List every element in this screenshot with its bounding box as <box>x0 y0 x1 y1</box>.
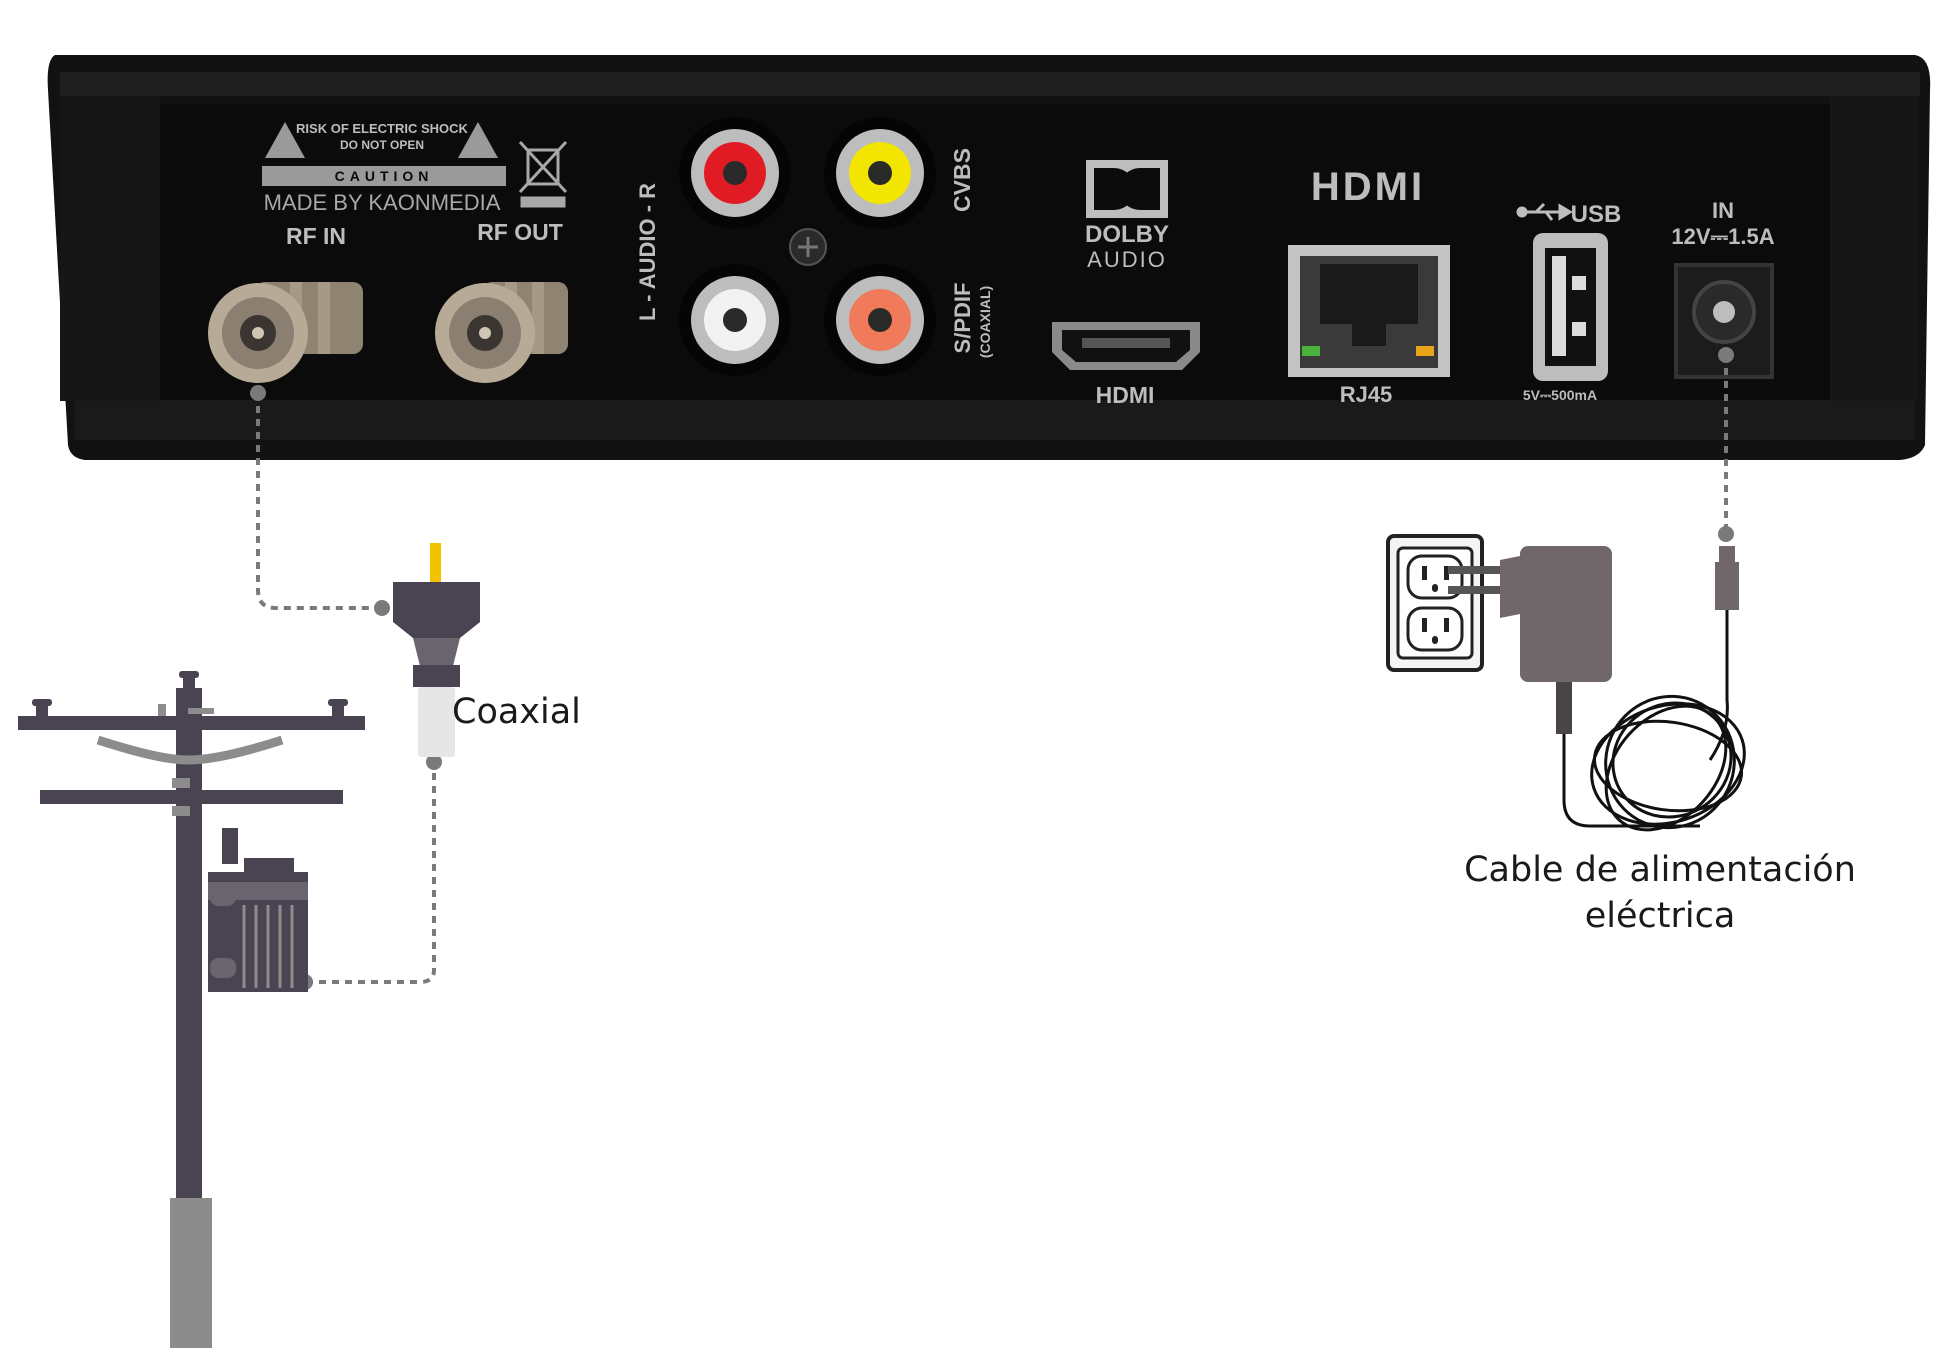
hdmi-logo: HDMI <box>1311 165 1425 209</box>
cable-endpoint-dot <box>250 385 266 401</box>
usb-icon <box>1516 202 1573 221</box>
power-cable-label-line1: Cable de alimentación <box>1464 850 1856 890</box>
coaxial-label: Coaxial <box>452 692 581 732</box>
warning-triangle-icon <box>265 122 305 158</box>
cvbs-label: CVBS <box>949 148 975 212</box>
maker-text: MADE BY KAONMEDIA <box>264 190 501 215</box>
dolby-logo: DOLBY AUDIO <box>1085 160 1169 272</box>
warning-subtext: DO NOT OPEN <box>340 138 424 152</box>
audio-label: L - AUDIO - R <box>635 183 660 321</box>
warning-label: RISK OF ELECTRIC SHOCK DO NOT OPEN CAUTI… <box>262 121 568 215</box>
rca-yellow-jack[interactable] <box>824 117 936 229</box>
caution-bar <box>262 166 506 186</box>
power-rating: 12V⎓1.5A <box>1671 224 1774 249</box>
rca-white-jack[interactable] <box>679 264 791 376</box>
power-adapter-icon <box>1448 546 1612 734</box>
caution-text: CAUTION <box>335 168 434 184</box>
usb-port[interactable] <box>1533 233 1608 381</box>
rf-out-label: RF OUT <box>477 219 563 245</box>
coax-dashed-cable <box>256 393 436 984</box>
cable-endpoint-dot <box>1718 347 1734 363</box>
spdif-label: S/PDIF <box>950 283 975 354</box>
hdmi-port-label: HDMI <box>1096 382 1155 408</box>
rj45-label: RJ45 <box>1340 382 1393 407</box>
barrel-plug-icon <box>1715 546 1739 610</box>
rj45-port[interactable] <box>1288 245 1450 377</box>
warning-triangle-icon <box>458 122 498 158</box>
power-cable-label-line2: eléctrica <box>1584 895 1736 936</box>
wall-outlet-icon <box>1386 534 1484 672</box>
rf-in-label: RF IN <box>286 223 346 249</box>
cable-endpoint-dot <box>1718 526 1734 542</box>
power-cable-label: Cable de alimentación eléctrica <box>1440 848 1880 939</box>
power-in-label: IN <box>1712 198 1734 223</box>
spdif-sublabel: (COAXIAL) <box>977 286 993 358</box>
rca-orange-jack[interactable] <box>824 264 936 376</box>
usb-label: USB <box>1571 201 1622 228</box>
rf-in-port[interactable] <box>208 282 363 383</box>
power-jack[interactable] <box>1674 263 1774 379</box>
rf-out-port[interactable] <box>435 282 568 383</box>
activity-led-icon <box>1416 346 1434 356</box>
cable-endpoint-dot <box>426 754 442 770</box>
link-led-icon <box>1302 346 1320 356</box>
utility-pole-icon <box>18 671 365 1348</box>
rca-red-jack[interactable] <box>679 117 791 229</box>
set-top-box: RISK OF ELECTRIC SHOCK DO NOT OPEN CAUTI… <box>47 55 1931 460</box>
hdmi-port[interactable] <box>1052 322 1200 370</box>
coaxial-connector-icon <box>393 543 480 757</box>
dolby-audio-text: AUDIO <box>1087 247 1167 272</box>
screw-icon <box>789 228 827 266</box>
cable-endpoint-dot <box>374 600 390 616</box>
dolby-text: DOLBY <box>1085 221 1169 248</box>
coiled-power-cord <box>1562 610 1746 832</box>
warning-text: RISK OF ELECTRIC SHOCK <box>296 121 469 136</box>
weee-bin-icon <box>518 140 568 208</box>
usb-rating: 5V⎓500mA <box>1523 387 1597 403</box>
